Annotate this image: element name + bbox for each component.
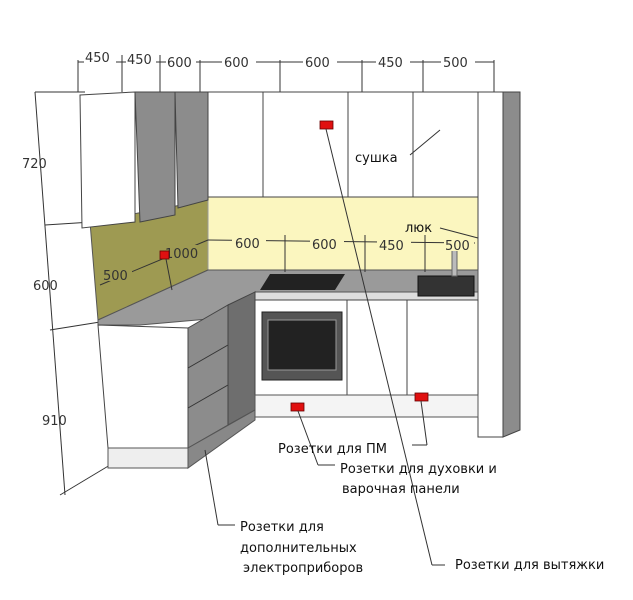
lower-cabinet-drawers (187, 304, 229, 449)
backsplash-dimensions: 500 1000 600 600 450 500 (99, 235, 476, 286)
upper-cabinet-4 (412, 91, 479, 198)
upper-cabinet-2 (262, 91, 349, 198)
height-dimension-lines (34, 91, 111, 496)
label-sockets-extra-line1: Розетки для (240, 520, 324, 535)
label-dryer: сушка (355, 151, 398, 166)
label-sockets-dishwasher: Розетки для ПМ (278, 442, 387, 457)
lower-cabinet-left (97, 324, 189, 449)
plinth-left (107, 447, 189, 469)
height-720: 720 (22, 157, 47, 172)
socket-hood (319, 120, 334, 130)
lower-corner (227, 291, 256, 426)
upper-cabinet-dryer (347, 91, 414, 198)
svg-text:450: 450 (378, 56, 403, 71)
svg-text:600: 600 (167, 56, 192, 71)
svg-text:450: 450 (85, 51, 110, 66)
dishwasher-front (346, 299, 408, 396)
label-sockets-hood: Розетки для вытяжки (455, 558, 604, 573)
svg-text:450: 450 (127, 53, 152, 68)
height-910: 910 (42, 414, 67, 429)
main-backsplash (207, 196, 479, 273)
upper-cabinet-left (79, 91, 136, 229)
svg-text:500: 500 (443, 56, 468, 71)
label-sockets-oven-line1: Розетки для духовки и (340, 462, 497, 477)
svg-text:600: 600 (312, 238, 337, 253)
svg-text:450: 450 (379, 239, 404, 254)
hob (260, 274, 345, 290)
label-sockets-oven-line2: варочная панели (342, 482, 460, 497)
socket-dishwasher (414, 392, 429, 402)
svg-text:500: 500 (445, 239, 470, 254)
right-tall-panel (477, 91, 504, 438)
svg-text:500: 500 (103, 269, 128, 284)
label-sockets-extra-line2: дополнительных (240, 541, 357, 556)
upper-cabinet-corner (134, 91, 176, 223)
svg-text:600: 600 (235, 237, 260, 252)
socket-oven (290, 402, 305, 412)
upper-cabinet-1 (207, 91, 264, 198)
right-panel-side (502, 91, 521, 438)
label-hatch: люк (405, 221, 432, 236)
upper-cabinet-side (174, 91, 209, 209)
svg-text:1000: 1000 (165, 247, 198, 262)
plinth-main (254, 394, 479, 418)
svg-text:600: 600 (224, 56, 249, 71)
socket-counter (159, 250, 170, 260)
sink-cabinet (406, 299, 479, 396)
height-600: 600 (33, 279, 58, 294)
svg-text:600: 600 (305, 56, 330, 71)
leader-lines (165, 128, 479, 566)
label-sockets-extra-line3: электроприборов (243, 561, 363, 576)
top-dimension-labels: 450 450 600 600 600 450 500 (84, 50, 475, 71)
sink (417, 275, 475, 297)
